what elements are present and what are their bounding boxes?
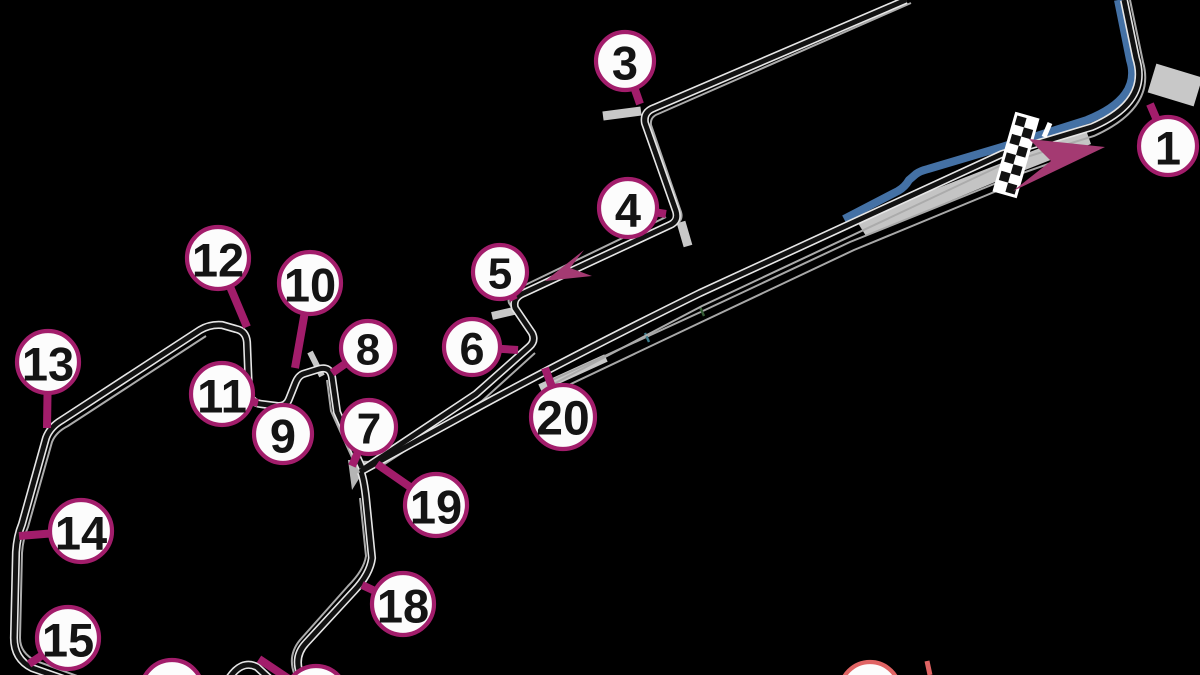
top-road-casing [649,2,912,224]
corner-18-circle [369,570,437,638]
corner-3-number: 3 [612,36,638,89]
corner-17-circle [291,663,341,675]
esses-to-turn15-road [11,322,365,675]
corner-17-tick [256,655,291,675]
turn3-to-turn7-road [360,0,907,473]
corner-1-circle [1136,114,1200,178]
corner-10-number: 10 [284,258,336,311]
corner-16-number: 16 [146,666,198,675]
esses-casing [326,379,356,465]
corner-20-circle [528,382,598,452]
alt-corner-circle [842,659,898,675]
corner-6-number: 6 [459,323,484,374]
finish-line-square [998,170,1011,183]
turn3-runoff [602,106,642,121]
corner-7-number: 7 [357,404,381,453]
waterfront-edge [842,0,1137,223]
corner-15-circle [34,604,102,672]
finish-line-square [1005,182,1018,195]
start-finish-casing [545,0,1147,389]
alt-corner-tick [924,660,933,675]
corner-16-circle [143,657,201,675]
alt-corner-number: 18 [845,668,895,675]
start-finish-direction-arrow [1013,139,1105,191]
start-line-tick [1041,122,1053,138]
sector-tick-green [698,306,706,317]
corner-9-circle [251,402,315,466]
corner-8-circle [338,318,398,378]
corner-14-circle [47,497,115,565]
turn1-runoff [1147,63,1200,107]
finish-line-square [1004,152,1016,165]
corner-5-number: 5 [488,249,512,298]
corner-11-circle [188,360,256,428]
start-finish-straight [358,0,1142,475]
corner-20-number: 20 [536,392,589,445]
pit-area-wedge [856,130,1091,236]
corner-3-circle [593,29,657,93]
corner-19-circle [402,471,470,539]
corner-13-circle [14,328,82,396]
turn17-to-junction-road [295,471,375,675]
corner-18-number: 18 [377,579,429,632]
bottom-loop-arc [228,662,270,675]
finish-line [992,111,1040,199]
turn4-runoff [676,220,693,248]
backstraight-direction-arrow [545,250,592,281]
corner-12-number: 12 [192,233,244,286]
corner-19-number: 19 [410,480,462,533]
finish-line-square [1009,133,1022,146]
corner-11-number: 11 [197,369,247,422]
finish-line-square [1014,115,1027,128]
finish-line-square [1016,145,1028,158]
corner-5-circle [470,242,530,302]
corner-9-number: 9 [270,409,296,462]
corner-4-circle [596,176,660,240]
corner-6-circle [441,316,503,378]
corner-10-circle [276,249,344,317]
finish-line-square [1010,164,1023,177]
corner-17-number: 17 [290,672,342,675]
turn18-casing [290,497,368,675]
corner-12-circle [184,224,252,292]
finish-line-square [1021,127,1034,140]
corner-13-number: 13 [22,337,74,390]
corner-15-number: 15 [42,613,94,666]
corner-14-number: 14 [55,506,107,559]
corner-4-number: 4 [615,183,641,236]
corner-7-circle [339,397,399,457]
pit-lane-outer [547,147,1095,383]
corner-1-number: 1 [1155,121,1181,174]
pit-lane-inner [553,182,1017,393]
corner-8-number: 8 [356,325,380,374]
